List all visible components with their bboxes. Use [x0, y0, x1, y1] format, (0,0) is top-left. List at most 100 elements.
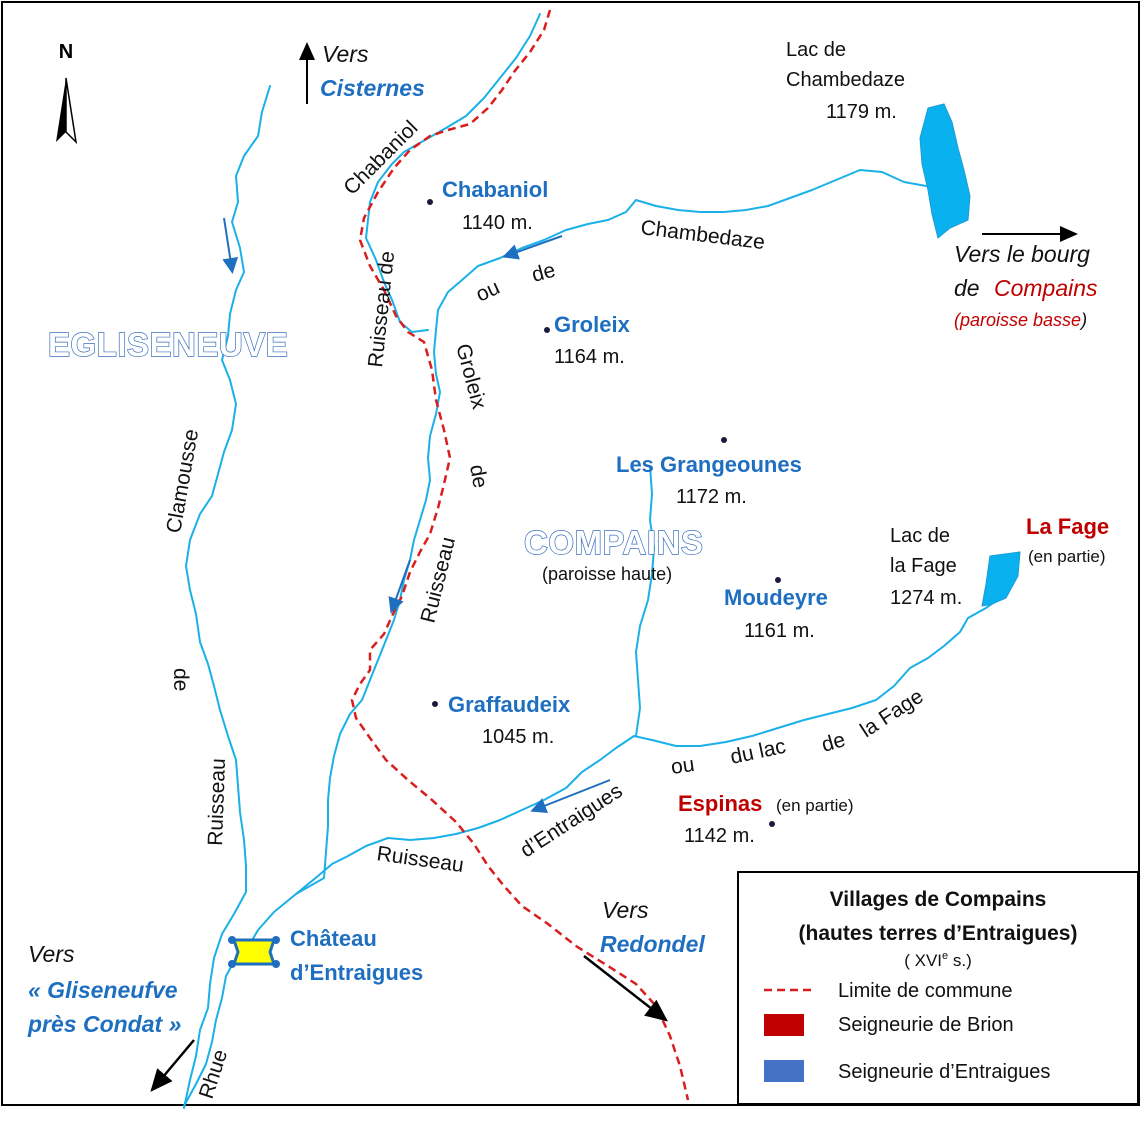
legend-entraigues-swatch [764, 1060, 804, 1082]
flow-arrow-groleix [502, 235, 563, 260]
river-label-chambedaze: Chambedaze [639, 216, 766, 254]
village-dot [544, 327, 550, 333]
village-altitude: 1140 m. [462, 212, 533, 234]
legend-title-line2: (hautes terres d’Entraigues) [799, 922, 1078, 945]
village-name: Groleix [554, 312, 631, 337]
lake-fage-altitude: 1274 m. [890, 587, 962, 609]
gliseneufve-line1: « Gliseneufve [28, 977, 178, 1003]
castle-line2: d’Entraigues [290, 960, 423, 985]
lake-chambedaze-line2: Chambedaze [786, 69, 905, 91]
village-dot [721, 437, 727, 443]
river-label-entraigues-name: d’Entraigues [516, 779, 626, 862]
bourg-de-word: de [954, 275, 980, 301]
lake-fage-line1: Lac de [890, 525, 950, 547]
paroisse-basse-close: ) [1079, 310, 1087, 330]
flow-arrow-entraigues [530, 779, 611, 814]
village-altitude: 1164 m. [554, 346, 625, 368]
gliseneufve-line2: près Condat » [27, 1011, 182, 1037]
legend-century: ( XVIe s.) [904, 950, 972, 970]
river-label-entraigues-ou: ou [669, 753, 695, 779]
village-name: Les Grangeounes [616, 452, 802, 477]
village-les-grangeounes: Les Grangeounes 1172 m. [616, 437, 802, 508]
vers-gliseneufve-label: Vers [28, 941, 75, 967]
river-clamousse [183, 85, 271, 1109]
village-la-fage: La Fage (en partie) [1026, 514, 1109, 566]
village-note: (en partie) [1028, 547, 1105, 566]
river-label-groleix: Groleix [451, 341, 491, 412]
river-label-groleix-de: de [465, 463, 492, 490]
village-name: Graffaudeix [448, 692, 571, 717]
village-name: Moudeyre [724, 585, 828, 610]
flow-arrow-clamousse [222, 217, 239, 274]
lake-chambedaze-altitude: 1179 m. [826, 101, 897, 123]
village-name: La Fage [1026, 514, 1109, 539]
north-label: N [59, 41, 73, 63]
commune-limit-line [350, 9, 690, 1101]
castle-entraigues: Château d’Entraigues [228, 926, 423, 985]
vers-cisternes-label: Vers [322, 41, 369, 67]
village-name: Chabaniol [442, 177, 548, 202]
village-altitude: 1045 m. [482, 726, 554, 748]
legend-item-limit: Limite de commune [838, 980, 1013, 1002]
legend-century-open: ( XVI [904, 951, 942, 970]
river-groleix [249, 169, 927, 945]
flow-arrow-groleix-south [388, 559, 411, 614]
river-label-ruisseau-de-chabaniol: Ruisseau de [364, 250, 399, 369]
river-label-de: de [529, 259, 558, 287]
river-label-entraigues-ruisseau: Ruisseau [375, 842, 465, 877]
legend-brion-swatch [764, 1014, 804, 1036]
legend-century-close: s.) [948, 951, 972, 970]
region-egliseneuve: EGLISENEUVE [48, 326, 288, 363]
river-chabaniol [365, 13, 541, 333]
legend-item-entraigues: Seigneurie d’Entraigues [838, 1061, 1050, 1083]
village-dot [427, 199, 433, 205]
vers-redondel-label: Vers [602, 897, 649, 923]
village-dot [775, 577, 781, 583]
vers-le-bourg-label: Vers le bourg [954, 241, 1090, 267]
arrow-southeast-icon [583, 955, 668, 1022]
village-chabaniol: Chabaniol 1140 m. [427, 177, 548, 234]
river-label-clamousse: Clamousse [162, 427, 203, 534]
river-label-entraigues-de: de [819, 728, 848, 757]
rivers [183, 13, 1001, 1109]
lake-fage-line2: la Fage [890, 555, 957, 577]
river-label-rhue: Rhue [195, 1047, 232, 1102]
river-label-ou: ou [472, 276, 503, 307]
lake-chambedaze [919, 103, 971, 239]
village-moudeyre: Moudeyre 1161 m. [724, 577, 828, 642]
village-espinas: Espinas (en partie) 1142 m. [678, 791, 853, 847]
river-entraigues [295, 597, 1001, 895]
region-compains: COMPAINS [524, 524, 703, 561]
flow-arrows [222, 217, 611, 814]
lake-fage [981, 551, 1021, 607]
village-dot [432, 701, 438, 707]
bourg-compains-place: Compains [994, 275, 1098, 301]
castle-icon [232, 938, 276, 966]
village-name: Espinas [678, 791, 762, 816]
cisternes-label: Cisternes [320, 75, 425, 101]
bourg-compains-line: de Compains [954, 275, 1098, 301]
village-altitude: 1142 m. [684, 825, 755, 847]
legend-item-brion: Seigneurie de Brion [838, 1014, 1014, 1036]
region-compains-sub: (paroisse haute) [542, 564, 672, 584]
map-frame [1, 1, 1140, 1106]
paroisse-basse-label: (paroisse basse [954, 310, 1081, 330]
legend-century-sup: e [942, 950, 948, 962]
castle-line1: Château [290, 926, 377, 951]
village-graffaudeix: Graffaudeix 1045 m. [432, 692, 571, 748]
village-dot [769, 821, 775, 827]
village-altitude: 1172 m. [676, 486, 747, 508]
village-altitude: 1161 m. [744, 620, 815, 642]
direction-arrows [150, 42, 1078, 1092]
lake-chambedaze-line1: Lac de [786, 39, 846, 61]
legend-box [737, 871, 1139, 1105]
river-label-clamousse-ruisseau: Ruisseau [204, 758, 230, 846]
north-arrow-icon: N [56, 41, 78, 145]
legend-title-line1: Villages de Compains [830, 888, 1047, 911]
river-label-groleix-ruisseau: Ruisseau [417, 535, 461, 626]
village-groleix: Groleix 1164 m. [544, 312, 631, 368]
paroisse-basse-line: (paroisse basse) [954, 310, 1087, 330]
arrow-southwest-icon [150, 1039, 195, 1092]
village-note: (en partie) [776, 796, 853, 815]
